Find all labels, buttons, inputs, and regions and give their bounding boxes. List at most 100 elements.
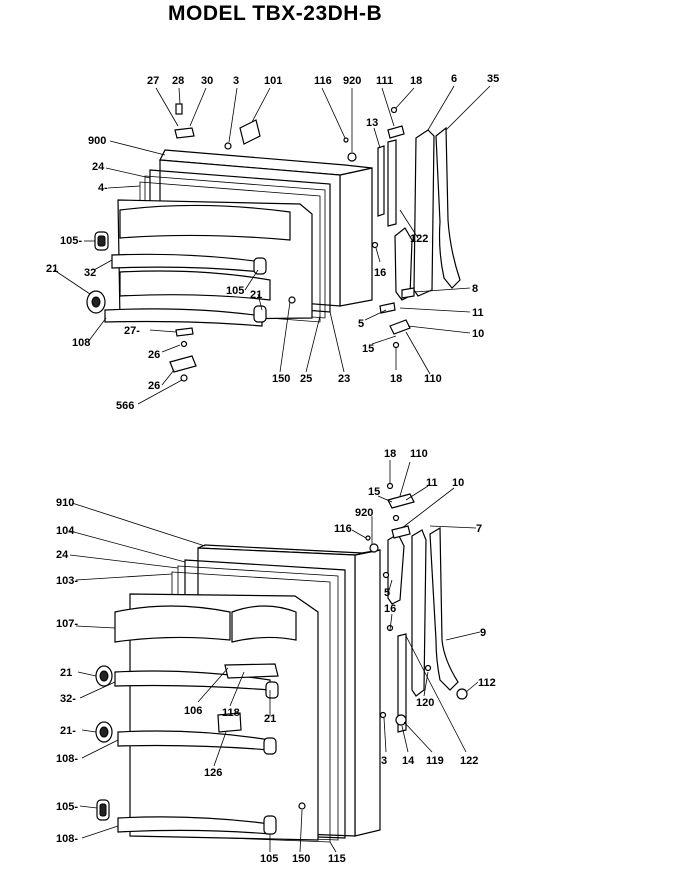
callout-21-top: 21 bbox=[46, 263, 58, 275]
callout-10-low: 10 bbox=[452, 477, 464, 489]
callout-32-top: 32 bbox=[84, 267, 96, 279]
callout-21-low-mid: 21 bbox=[264, 713, 276, 725]
upper-screw-28 bbox=[175, 103, 183, 115]
upper-strip-13 bbox=[377, 145, 385, 217]
upper-door-outer-edge bbox=[339, 167, 373, 307]
callout-566: 566 bbox=[116, 400, 134, 412]
callout-122-low: 122 bbox=[460, 755, 478, 767]
callout-150-low: 150 bbox=[292, 853, 310, 865]
lower-hinge-110 bbox=[387, 493, 415, 509]
upper-door-top-edge bbox=[159, 149, 373, 176]
callout-105-top-mid: 105 bbox=[226, 285, 244, 297]
callout-13: 13 bbox=[366, 117, 378, 129]
callout-150-top: 150 bbox=[272, 373, 290, 385]
callout-16-top: 16 bbox=[374, 267, 386, 279]
callout-111: 111 bbox=[376, 75, 393, 87]
callout-32-low: 32- bbox=[60, 693, 76, 705]
callout-21-top-mid: 21 bbox=[250, 289, 262, 301]
callout-21-low-b: 21- bbox=[60, 725, 76, 737]
callout-14: 14 bbox=[402, 755, 415, 767]
callout-26-a: 26 bbox=[148, 349, 160, 361]
callout-30: 30 bbox=[201, 75, 213, 87]
callout-106: 106 bbox=[184, 705, 202, 717]
callout-24-top: 24 bbox=[92, 161, 105, 173]
callout-5-top: 5 bbox=[358, 318, 364, 330]
lower-part-118 bbox=[224, 663, 279, 679]
diagram-title: MODEL TBX-23DH-B bbox=[168, 2, 383, 25]
callout-11-top: 11 bbox=[472, 307, 484, 319]
callout-118: 118 bbox=[222, 707, 240, 719]
callout-24-low: 24 bbox=[56, 549, 69, 561]
callout-110-low: 110 bbox=[410, 448, 428, 460]
callout-18-low: 18 bbox=[384, 448, 396, 460]
callout-119: 119 bbox=[426, 755, 444, 767]
callout-105-low-bottom: 105 bbox=[260, 853, 278, 865]
callout-112: 112 bbox=[478, 677, 496, 689]
callout-122-top: 122 bbox=[410, 233, 428, 245]
callout-10-top: 10 bbox=[472, 328, 484, 340]
callout-8: 8 bbox=[472, 283, 478, 295]
upper-shelf-1 bbox=[119, 204, 291, 241]
lower-bin-107 bbox=[114, 605, 231, 643]
callout-26-b: 26 bbox=[148, 380, 160, 392]
upper-part-101 bbox=[239, 119, 261, 145]
callout-108-top: 108 bbox=[72, 337, 90, 349]
callout-115: 115 bbox=[328, 853, 346, 865]
lower-door-assembly bbox=[95, 482, 468, 843]
callout-110-top: 110 bbox=[424, 373, 442, 385]
upper-shelf-2 bbox=[119, 270, 271, 301]
upper-strip-122 bbox=[387, 139, 397, 227]
callout-103: 103- bbox=[56, 575, 78, 587]
callout-16-low: 16 bbox=[384, 603, 396, 615]
callout-15-top: 15 bbox=[362, 343, 374, 355]
callout-116-top: 116 bbox=[314, 75, 332, 87]
lower-strip-14 bbox=[397, 633, 407, 733]
callout-910: 910 bbox=[56, 497, 74, 509]
callout-5-low: 5 bbox=[384, 587, 390, 599]
callout-27-mid: 27- bbox=[124, 325, 140, 337]
callout-920-top: 920 bbox=[343, 75, 361, 87]
callout-108-low-b: 108- bbox=[56, 833, 78, 845]
upper-leader-lines bbox=[53, 85, 491, 405]
callout-23: 23 bbox=[338, 373, 350, 385]
callout-108-low-a: 108- bbox=[56, 753, 78, 765]
callout-28: 28 bbox=[172, 75, 184, 87]
callout-4: 4- bbox=[98, 182, 108, 194]
lower-strip-9 bbox=[429, 526, 459, 691]
callout-3-top: 3 bbox=[233, 75, 239, 87]
callout-25: 25 bbox=[300, 373, 312, 385]
upper-strip-6 bbox=[413, 129, 435, 297]
callout-900: 900 bbox=[88, 135, 106, 147]
upper-door-assembly bbox=[86, 103, 461, 382]
callout-120: 120 bbox=[416, 697, 434, 709]
callout-27-top: 27 bbox=[147, 75, 159, 87]
callout-6: 6 bbox=[451, 73, 457, 85]
callout-105-top-left: 105- bbox=[60, 235, 82, 247]
callout-3-low: 3 bbox=[381, 755, 387, 767]
lower-door-outer-edge bbox=[354, 549, 381, 837]
upper-hinge-26 bbox=[169, 355, 197, 373]
lower-callout-labels: 18 110 15 11 10 910 920 116 7 104 24 103… bbox=[56, 448, 496, 865]
callout-18-top: 18 bbox=[410, 75, 422, 87]
upper-strip-35 bbox=[435, 126, 461, 289]
callout-920-low: 920 bbox=[355, 507, 373, 519]
lower-leader-lines bbox=[69, 460, 481, 853]
callout-7: 7 bbox=[476, 523, 482, 535]
callout-126: 126 bbox=[204, 767, 222, 779]
lower-part-126 bbox=[217, 712, 242, 733]
callout-116-low: 116 bbox=[334, 523, 352, 535]
callout-18-mid: 18 bbox=[390, 373, 402, 385]
upper-hinge-27 bbox=[174, 127, 195, 139]
callout-35: 35 bbox=[487, 73, 499, 85]
callout-104: 104 bbox=[56, 525, 75, 537]
upper-callout-labels: 27 28 30 3 101 116 920 111 18 6 35 900 2… bbox=[46, 73, 499, 412]
upper-bar-108 bbox=[104, 308, 263, 327]
callout-9: 9 bbox=[480, 627, 486, 639]
callout-105-low-left: 105- bbox=[56, 801, 78, 813]
callout-15-low: 15 bbox=[368, 486, 380, 498]
callout-21-low-a: 21 bbox=[60, 667, 72, 679]
callout-107: 107- bbox=[56, 618, 78, 630]
callout-11-low: 11 bbox=[426, 477, 438, 489]
callout-101: 101 bbox=[264, 75, 282, 87]
